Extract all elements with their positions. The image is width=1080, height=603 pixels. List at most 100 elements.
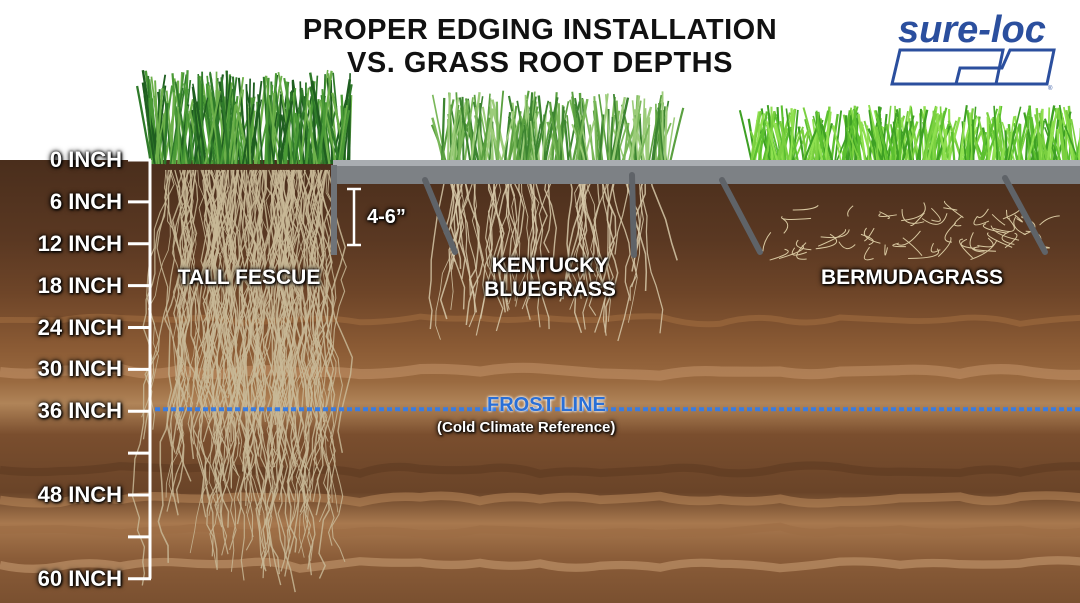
root [170, 169, 192, 426]
root [568, 169, 587, 334]
grass-blade [559, 106, 565, 165]
grass-blade [773, 110, 788, 165]
grass-blade [571, 91, 582, 165]
grass-blade [593, 96, 598, 165]
grass-blade [193, 111, 198, 165]
title-line-2: VS. GRASS ROOT DEPTHS [347, 47, 733, 79]
runner-root [1014, 214, 1023, 223]
depth-label: 12 INCH [37, 230, 122, 256]
runner-root [902, 237, 923, 256]
root [640, 169, 664, 334]
grass-blade [280, 114, 292, 165]
root [229, 169, 260, 457]
root [633, 169, 648, 292]
root [243, 169, 266, 525]
grass-blade [543, 97, 559, 165]
svg-text:®: ® [1048, 85, 1053, 92]
root [515, 169, 540, 307]
grass-blade [613, 97, 630, 165]
runner-root [838, 241, 856, 249]
runner-root [782, 218, 789, 234]
runner-root [921, 213, 948, 225]
grass-blade [1014, 115, 1021, 165]
grass-blade [918, 108, 922, 165]
grass-blade [469, 92, 481, 165]
runner-root [879, 211, 890, 220]
root [236, 169, 261, 506]
grass-blade [169, 87, 184, 165]
grass-blade [857, 116, 867, 165]
grass-blade [549, 110, 562, 165]
runner-root [960, 238, 976, 249]
grass-blade [191, 86, 202, 165]
grass-blade [541, 115, 553, 165]
runner-root [860, 233, 874, 246]
grass-blade [641, 98, 646, 165]
grass-blade [868, 110, 877, 165]
root [262, 169, 287, 414]
label-line: KENTUCKY [491, 254, 609, 277]
grass-blade [154, 88, 164, 165]
edging-stake [422, 177, 458, 255]
grass-blade [844, 115, 849, 165]
root [188, 169, 207, 503]
root [200, 169, 238, 476]
root [166, 169, 220, 512]
grass-blade [666, 117, 676, 165]
grass-blade [338, 109, 351, 165]
grass-blade [215, 80, 227, 165]
runner-root [970, 239, 998, 261]
root [279, 169, 300, 412]
root [131, 169, 170, 586]
grass-blade [446, 92, 451, 165]
grass-blade [457, 107, 462, 165]
soil-band [0, 491, 1080, 508]
grass-blade [515, 90, 530, 165]
label-bermudagrass: BERMUDAGRASS [821, 266, 1003, 290]
root [501, 169, 511, 312]
grass-blade [609, 116, 614, 165]
grass-blade [463, 97, 474, 165]
grass-blade [182, 105, 189, 165]
grass-blade [329, 80, 333, 165]
grass-blade [657, 107, 665, 165]
root [475, 169, 500, 336]
grass-blade [971, 119, 975, 165]
runner-root [1005, 209, 1011, 220]
grass-blade [265, 85, 280, 165]
root [270, 169, 285, 486]
label-line: TALL FESCUE [177, 266, 321, 289]
grass-blade [946, 116, 961, 165]
root [448, 169, 467, 272]
root [297, 169, 333, 431]
label-line: BLUEGRASS [484, 278, 616, 301]
grass-blade [566, 115, 573, 165]
grass-blade [317, 102, 328, 165]
grass-blade [308, 100, 316, 165]
runner-root [1039, 215, 1060, 226]
grass-blade [993, 105, 999, 165]
grass-blade [135, 85, 153, 165]
runner-root [937, 236, 952, 258]
root [595, 169, 613, 333]
root [252, 169, 277, 550]
grass-blade [202, 94, 220, 165]
root [163, 169, 185, 447]
grass-blade [204, 90, 222, 165]
root [574, 169, 590, 330]
root [264, 169, 295, 511]
root [508, 169, 522, 294]
runner-root [796, 242, 807, 260]
grass-blade [513, 118, 517, 165]
grass-blade [647, 94, 663, 165]
root [588, 169, 610, 316]
root [470, 169, 490, 297]
root [612, 169, 631, 342]
title-line-1: PROPER EDGING INSTALLATION [302, 14, 778, 46]
grass-blade [789, 109, 795, 165]
runner-root [930, 207, 941, 222]
root [196, 169, 215, 518]
grass-blade [257, 94, 264, 165]
grass-blade [646, 117, 651, 165]
